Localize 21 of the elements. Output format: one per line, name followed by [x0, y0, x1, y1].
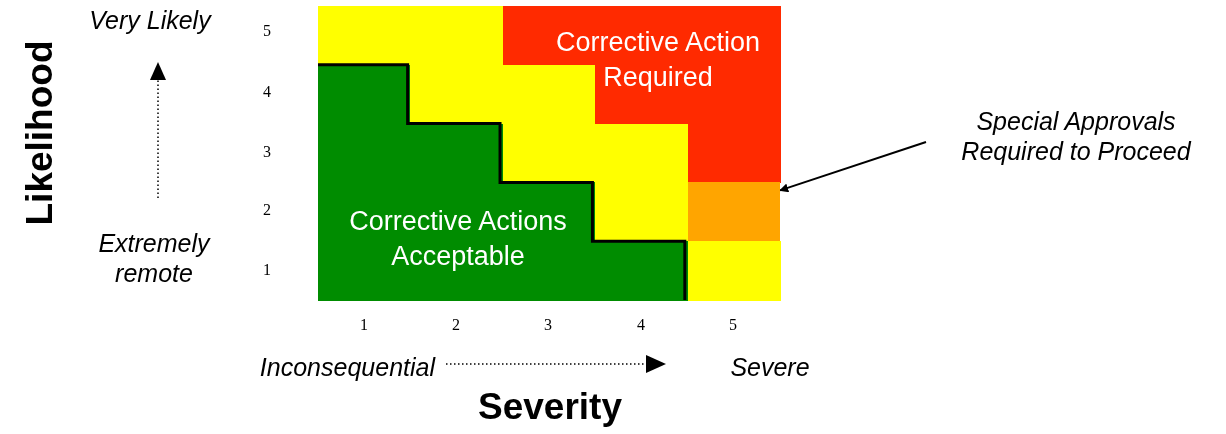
tick-label: 1	[262, 261, 272, 279]
tick-label: 2	[262, 201, 272, 219]
axis-end-label: Extremely remote	[97, 228, 212, 288]
tick-label: 4	[636, 316, 646, 334]
region-label: Corrective Action Required	[554, 25, 762, 94]
tick-label: 2	[451, 316, 461, 334]
arrow	[779, 141, 927, 193]
axis-title: Likelihood	[19, 39, 61, 228]
tick-label: 3	[262, 143, 272, 161]
callout-text: Special Approvals Required to Proceed	[960, 106, 1193, 166]
axis-title: Severity	[477, 386, 623, 428]
tick-label: 1	[359, 316, 369, 334]
tick-label: 5	[728, 316, 738, 334]
axis-end-label: Inconsequential	[258, 352, 435, 382]
axis-end-label: Severe	[729, 352, 811, 382]
axis-end-label: Very Likely	[88, 5, 213, 35]
tick-label: 3	[543, 316, 553, 334]
tick-label: 4	[262, 83, 272, 101]
region-label: Corrective Actions Acceptable	[348, 204, 568, 273]
highlighted-cell	[687, 182, 780, 242]
tick-label: 5	[262, 22, 272, 40]
